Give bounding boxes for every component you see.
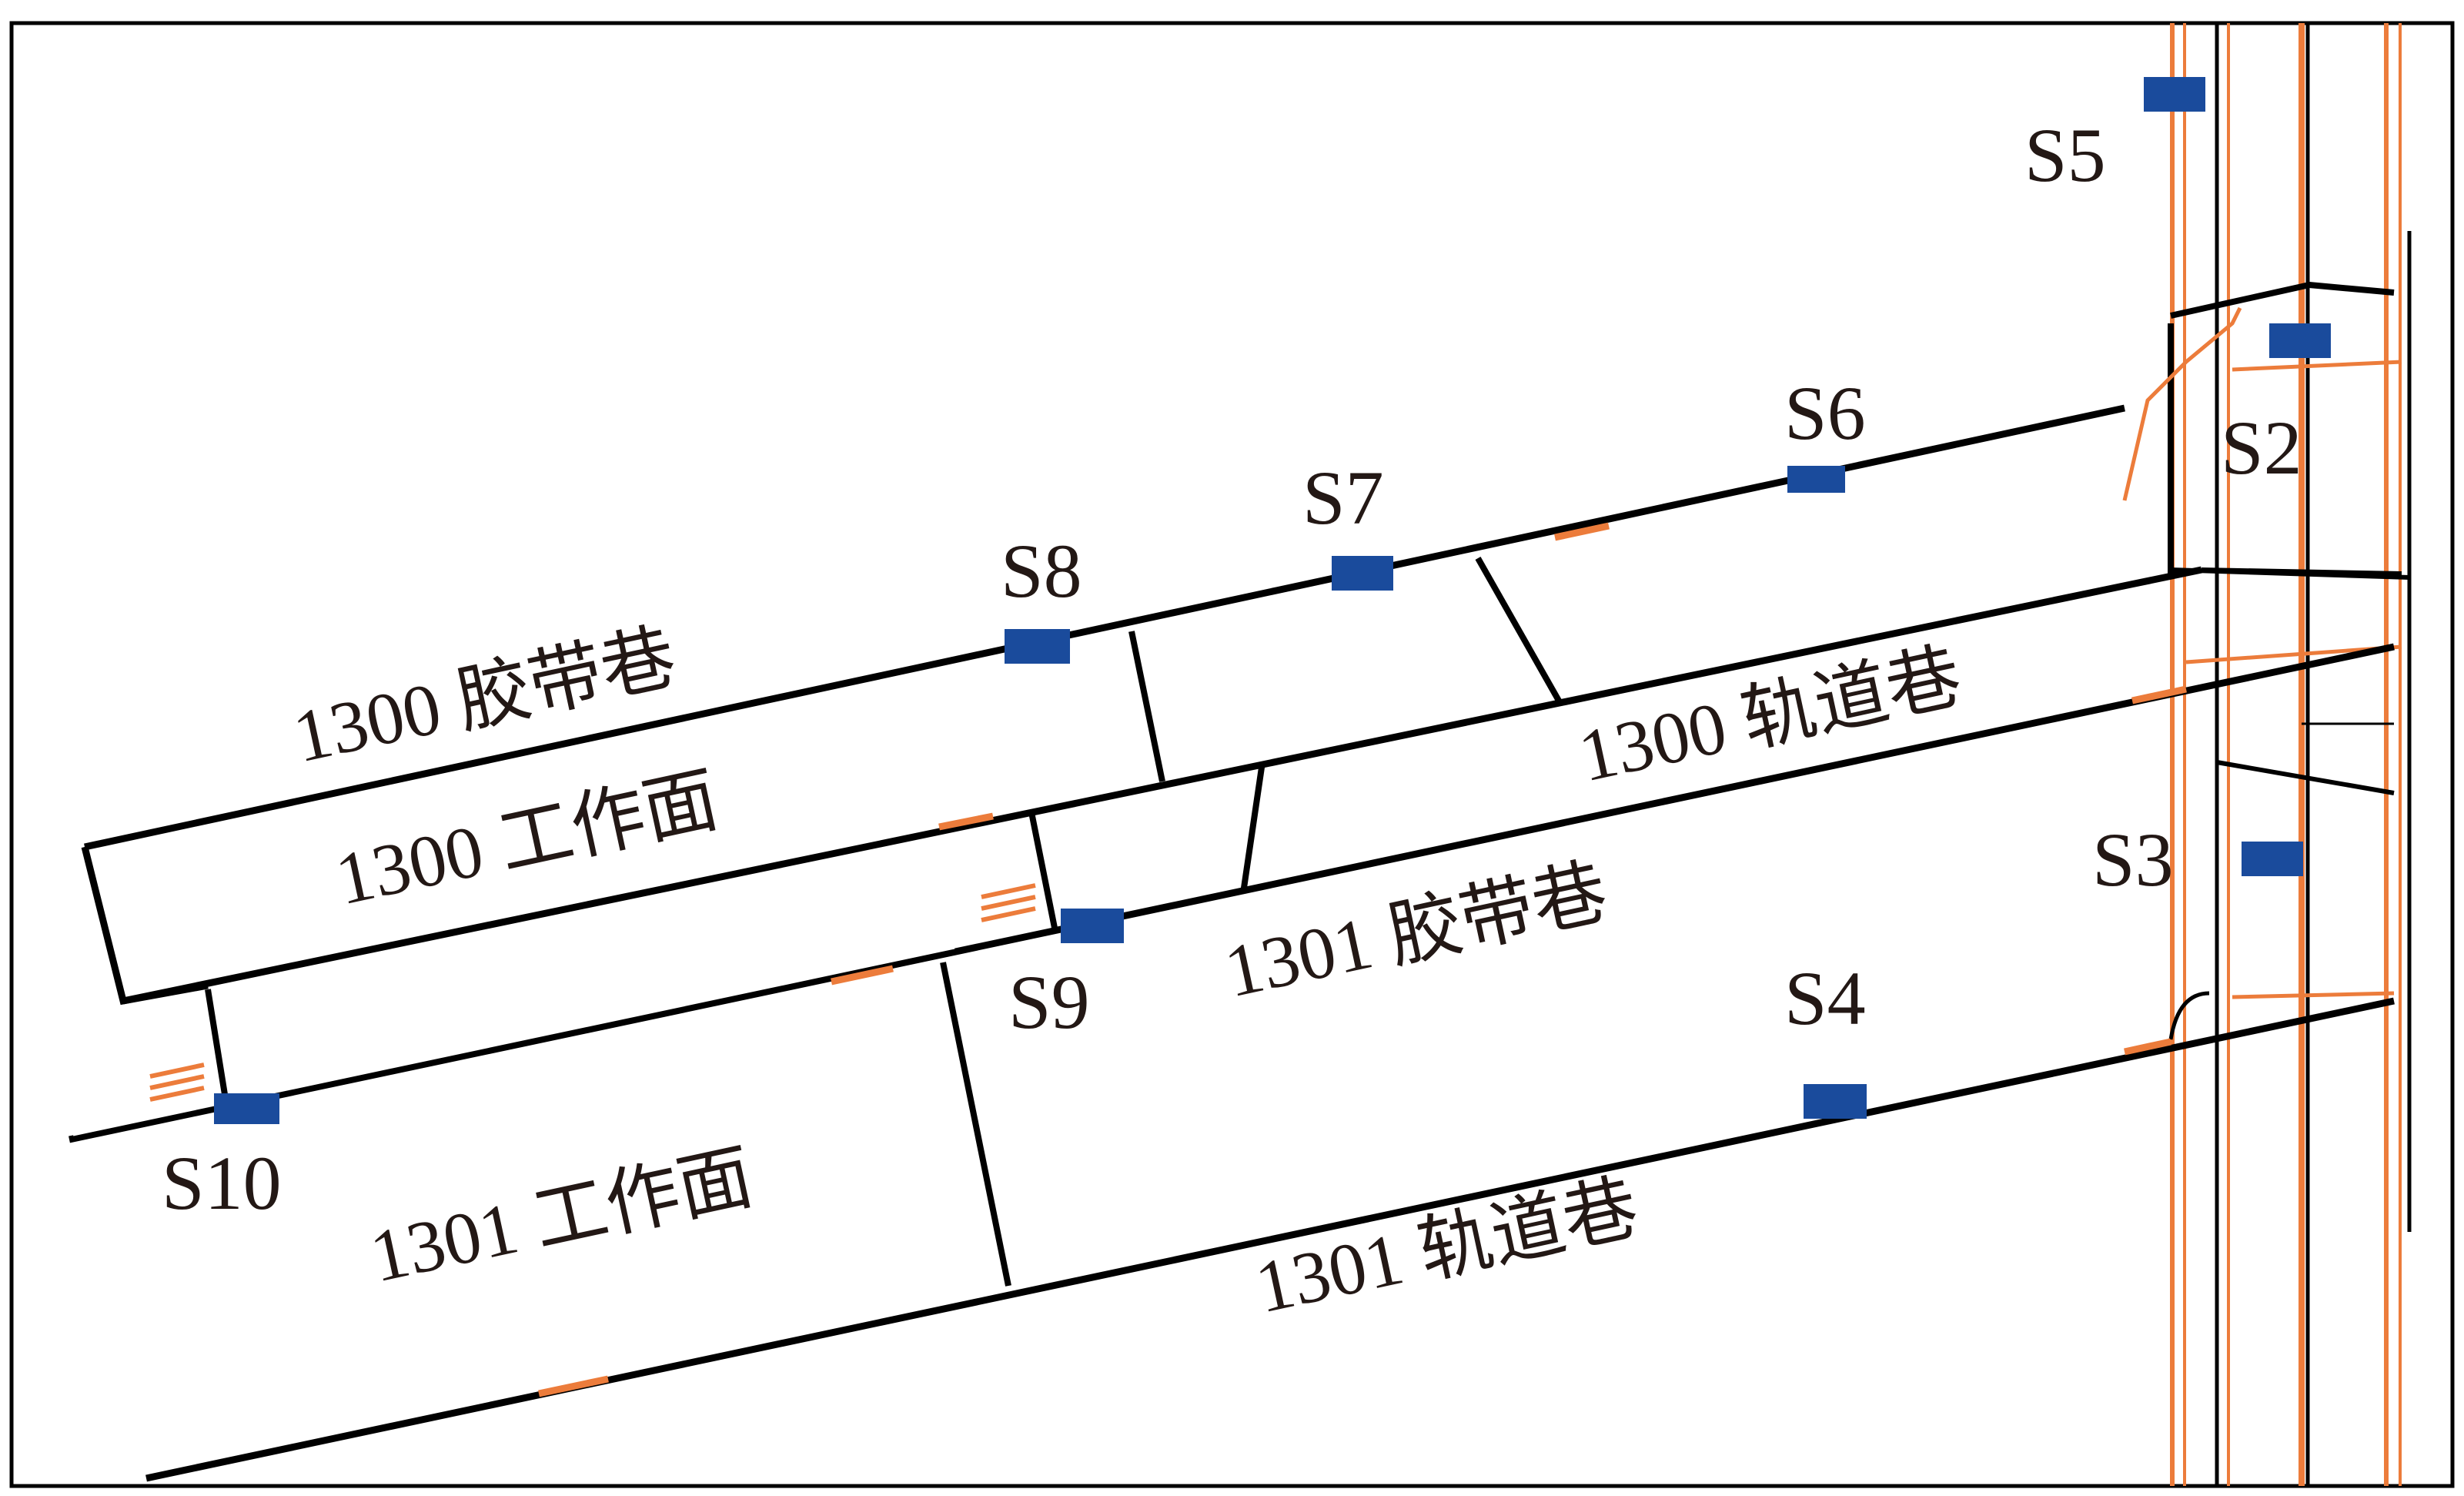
sensor-s2-box: [2269, 323, 2331, 358]
label-1301-face: 1301 工作面: [363, 1135, 760, 1297]
station-label-s10: S10: [162, 1140, 282, 1226]
station-label-s2: S2: [2221, 405, 2302, 490]
station-label-s3: S3: [2092, 817, 2174, 902]
station-label-s5: S5: [2024, 112, 2106, 198]
sensor-s6-box: [1787, 466, 1845, 493]
door-marks: [149, 883, 1036, 1102]
sensor-s5-box: [2144, 77, 2205, 112]
station-label-s6: S6: [1784, 370, 1866, 456]
crosscuts: [205, 557, 1562, 1287]
sensor-s7-box: [1332, 556, 1393, 591]
face-1300-left-end: [81, 845, 209, 1006]
station-labels: S5 S2 S6 S7 S8 S3 S9 S4 S10: [162, 112, 2302, 1226]
label-1301-belt: 1301 胶带巷: [1218, 850, 1614, 1012]
sensor-s8-box: [1005, 629, 1070, 664]
sensors: [214, 77, 2331, 1124]
label-1301-track: 1301 轨道巷: [1249, 1166, 1645, 1328]
station-label-s8: S8: [1001, 528, 1082, 614]
roadway-labels: 1300 胶带巷 1300 工作面 1300 轨道巷 1301 胶带巷 1301…: [286, 615, 1968, 1328]
station-label-s4: S4: [1784, 955, 1866, 1041]
sensor-s4-box: [1804, 1084, 1867, 1119]
sensor-s3-box: [2242, 842, 2303, 876]
station-label-s9: S9: [1008, 959, 1090, 1045]
diagram-frame: [9, 21, 2455, 1488]
roadway-1300-belt: [84, 404, 2125, 858]
main-shafts: [2122, 23, 2412, 1486]
sensor-s9-box: [1061, 909, 1124, 943]
roadway-1301-belt: [69, 643, 2395, 1143]
roadway-1300-track: [122, 566, 2402, 1005]
label-1300-belt: 1300 胶带巷: [286, 615, 683, 778]
station-label-s7: S7: [1302, 455, 1384, 541]
sensor-s10-box: [214, 1093, 279, 1124]
roadway-1301-track: [145, 997, 2395, 1482]
